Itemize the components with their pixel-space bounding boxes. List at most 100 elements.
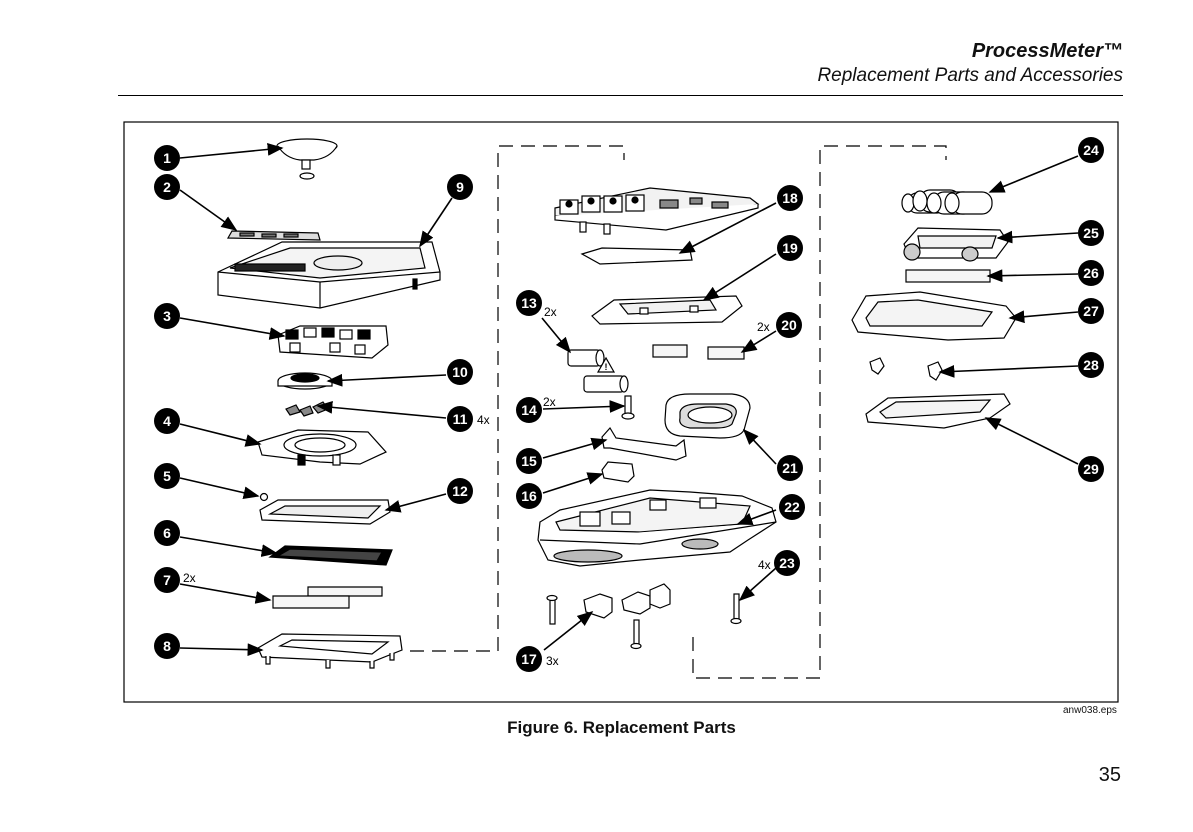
callout-26-label: 26	[1083, 265, 1099, 281]
callout-28	[1078, 352, 1104, 378]
callout-24	[1078, 137, 1104, 163]
callout-22-label: 22	[784, 499, 800, 515]
figure-frame	[123, 121, 1119, 703]
part-22-bottom-case	[537, 489, 777, 567]
callout-1-label: 1	[163, 150, 171, 166]
callout-3-label: 3	[163, 308, 171, 324]
qty-17: 3x	[546, 654, 559, 668]
callout-2	[154, 174, 180, 200]
qty-7: 2x	[183, 571, 196, 585]
callout-25-label: 25	[1083, 225, 1099, 241]
callout-10-label: 10	[452, 364, 468, 380]
callout-6	[154, 520, 180, 546]
part-9-top-case	[217, 241, 441, 309]
page-number: 35	[1098, 764, 1121, 786]
callout-25	[1078, 220, 1104, 246]
part-29-tilt-stand	[865, 393, 1011, 429]
callout-18	[777, 185, 803, 211]
callout-11-label: 11	[453, 411, 468, 427]
part-18-circuit-board	[554, 187, 760, 235]
callout-8	[154, 633, 180, 659]
callout-16	[516, 483, 542, 509]
warning-icon: !	[596, 356, 616, 373]
part-25-battery-holder	[903, 227, 1009, 262]
callout-13	[516, 290, 542, 316]
figure-caption: Figure 6. Replacement Parts	[507, 718, 736, 737]
callout-8-label: 8	[163, 638, 171, 654]
part-1-knob	[276, 138, 338, 180]
part-17-screws-clips	[546, 583, 671, 650]
part-18-insulator	[580, 247, 693, 265]
callout-21-label: 21	[782, 460, 798, 476]
part-13-fuses	[567, 349, 629, 393]
callout-18-label: 18	[782, 190, 798, 206]
qty-23: 4x	[758, 558, 771, 572]
header-subtitle: Replacement Parts and Accessories	[817, 65, 1123, 86]
callout-23-label: 23	[779, 555, 795, 571]
callout-7	[154, 567, 180, 593]
part-14-screw	[621, 395, 635, 420]
callout-5-label: 5	[163, 468, 171, 484]
part-27-battery-door	[851, 291, 1017, 341]
callout-3	[154, 303, 180, 329]
qty-13: 2x	[544, 305, 557, 319]
part-3-keypad	[277, 325, 389, 359]
part-21-gasket	[664, 393, 751, 439]
part-5-detent-ball	[259, 492, 269, 502]
header-title: ProcessMeter™	[971, 40, 1123, 62]
callout-19	[777, 235, 803, 261]
callout-circles	[154, 137, 1104, 672]
callout-23	[774, 550, 800, 576]
part-7-elastomers	[272, 586, 383, 609]
callout-21	[777, 455, 803, 481]
callout-13-label: 13	[521, 295, 537, 311]
header-rule	[118, 95, 1123, 96]
callout-12-label: 12	[452, 483, 468, 499]
callout-7-label: 7	[163, 572, 171, 588]
callout-19-label: 19	[782, 240, 798, 256]
part-4-rotary-base	[257, 429, 387, 466]
leader-arrows	[179, 143, 1079, 657]
part-19-shield	[591, 295, 743, 325]
part-24-batteries	[901, 189, 993, 215]
part-6-lcd	[268, 545, 393, 566]
qty-14: 2x	[543, 395, 556, 409]
part-28-fasteners	[869, 357, 943, 381]
callout-14	[516, 397, 542, 423]
callout-17	[516, 646, 542, 672]
callout-28-label: 28	[1083, 357, 1099, 373]
callout-5	[154, 463, 180, 489]
part-16-clip	[601, 461, 635, 483]
callout-20-label: 20	[781, 317, 797, 333]
callout-20	[776, 312, 802, 338]
part-23-screw	[730, 593, 742, 625]
callout-17-label: 17	[521, 651, 537, 667]
callout-22	[779, 494, 805, 520]
part-20-pads	[652, 344, 745, 360]
part-8-lcd-frame	[257, 633, 403, 669]
part-26-pad	[905, 269, 991, 283]
callout-10	[447, 359, 473, 385]
callout-1	[154, 145, 180, 171]
callout-9	[447, 174, 473, 200]
part-12-lcd-holder	[259, 499, 391, 525]
callout-15	[516, 448, 542, 474]
callout-16-label: 16	[521, 488, 537, 504]
callout-12	[447, 478, 473, 504]
callout-29-label: 29	[1083, 461, 1099, 477]
qty-20: 2x	[757, 320, 770, 334]
callout-27	[1078, 298, 1104, 324]
callout-24-label: 24	[1083, 142, 1099, 158]
part-11-contacts	[285, 401, 329, 417]
callout-29	[1078, 456, 1104, 482]
callout-2-label: 2	[163, 179, 171, 195]
part-10-switch	[277, 372, 333, 390]
callout-15-label: 15	[521, 453, 537, 469]
part-2-label	[226, 230, 321, 241]
callout-9-label: 9	[456, 179, 464, 195]
callout-4-label: 4	[163, 413, 171, 429]
figure-file-label: anw038.eps	[1063, 705, 1117, 716]
callout-11	[447, 406, 473, 432]
callout-26	[1078, 260, 1104, 286]
